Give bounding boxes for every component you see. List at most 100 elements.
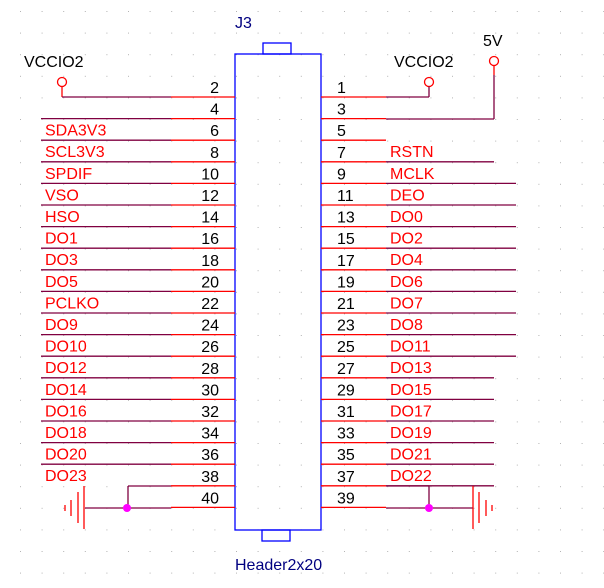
grid-dot bbox=[301, 465, 302, 466]
grid-dot bbox=[322, 551, 323, 552]
pin-row-left[interactable]: 2 bbox=[171, 80, 235, 97]
grid-dot bbox=[582, 421, 583, 422]
grid-dot bbox=[63, 11, 64, 12]
pin-row-right[interactable]: 1 bbox=[321, 80, 386, 97]
net-label[interactable]: SDA3V3 bbox=[45, 123, 106, 140]
pin-row-right[interactable]: 39 bbox=[321, 490, 386, 507]
header-body[interactable] bbox=[235, 54, 321, 530]
net-label[interactable]: DO21 bbox=[390, 447, 432, 464]
grid-dot bbox=[258, 205, 259, 206]
grid-dot bbox=[20, 11, 21, 12]
net-label[interactable]: DO6 bbox=[390, 274, 423, 291]
grid-dot bbox=[236, 486, 237, 487]
pin-number: 11 bbox=[337, 188, 354, 205]
net-label[interactable]: MCLK bbox=[390, 166, 435, 183]
net-label[interactable]: DO13 bbox=[390, 360, 432, 377]
grid-dot bbox=[193, 76, 194, 77]
grid-dot bbox=[538, 400, 539, 401]
net-label[interactable]: DO12 bbox=[45, 360, 87, 377]
net-label[interactable]: DO8 bbox=[390, 317, 423, 334]
grid-dot bbox=[538, 205, 539, 206]
net-label[interactable]: DO17 bbox=[390, 403, 432, 420]
grid-dot bbox=[517, 76, 518, 77]
pin-row-left[interactable]: 38 bbox=[171, 469, 235, 486]
net-label[interactable]: DO2 bbox=[390, 231, 423, 248]
pin-row-left[interactable]: 4SDA3V3 bbox=[41, 102, 235, 140]
net-label[interactable]: DO9 bbox=[45, 317, 78, 334]
net-label[interactable]: DO10 bbox=[45, 339, 87, 356]
grid-dot bbox=[582, 292, 583, 293]
net-label[interactable]: PCLKO bbox=[45, 295, 99, 312]
net-label[interactable]: DO19 bbox=[390, 425, 432, 442]
grid-dot bbox=[279, 119, 280, 120]
ground-port-right[interactable] bbox=[386, 486, 492, 529]
grid-dot bbox=[128, 33, 129, 34]
grid-dot bbox=[517, 378, 518, 379]
net-label[interactable]: DO0 bbox=[390, 209, 423, 226]
pin-number: 1 bbox=[337, 80, 346, 97]
grid-dot bbox=[20, 573, 21, 574]
power-port-vccio2-left[interactable]: VCCIO2 bbox=[24, 54, 171, 97]
grid-dot bbox=[20, 335, 21, 336]
net-label[interactable]: DO16 bbox=[45, 403, 87, 420]
net-label[interactable]: HSO bbox=[45, 209, 80, 226]
grid-dot bbox=[171, 529, 172, 530]
component-value[interactable]: Header2x20 bbox=[235, 557, 322, 574]
grid-dot bbox=[517, 249, 518, 250]
grid-dot bbox=[171, 551, 172, 552]
grid-dot bbox=[538, 227, 539, 228]
net-label[interactable]: DO23 bbox=[45, 468, 87, 485]
component-designator[interactable]: J3 bbox=[235, 15, 252, 32]
grid-dot bbox=[236, 378, 237, 379]
pin-row-left[interactable]: 40 bbox=[171, 490, 235, 507]
net-label[interactable]: SPDIF bbox=[45, 166, 92, 183]
grid-dot bbox=[366, 529, 367, 530]
grid-dot bbox=[171, 54, 172, 55]
pin-number: 16 bbox=[201, 231, 219, 248]
grid-dot bbox=[85, 76, 86, 77]
grid-dot bbox=[236, 443, 237, 444]
net-label[interactable]: DO22 bbox=[390, 468, 432, 485]
grid-dot bbox=[20, 97, 21, 98]
grid-dot bbox=[517, 141, 518, 142]
grid-dot bbox=[387, 529, 388, 530]
pin-row-right[interactable]: 3 bbox=[321, 102, 386, 119]
grid-dot bbox=[42, 486, 43, 487]
net-label[interactable]: DO5 bbox=[45, 274, 78, 291]
grid-dot bbox=[560, 529, 561, 530]
net-label[interactable]: DO14 bbox=[45, 382, 87, 399]
grid-dot bbox=[214, 573, 215, 574]
pin-number: 33 bbox=[337, 426, 355, 443]
grid-dot bbox=[258, 421, 259, 422]
power-port-vccio2-right[interactable]: VCCIO2 bbox=[386, 54, 454, 97]
grid-dot bbox=[150, 33, 151, 34]
net-label[interactable]: SCL3V3 bbox=[45, 144, 105, 161]
grid-dot bbox=[85, 54, 86, 55]
net-label[interactable]: DO3 bbox=[45, 252, 78, 269]
ground-port-left[interactable] bbox=[65, 486, 171, 529]
grid-dot bbox=[560, 184, 561, 185]
net-label[interactable]: DEO bbox=[390, 187, 425, 204]
grid-dot bbox=[430, 33, 431, 34]
grid-dot bbox=[193, 529, 194, 530]
grid-dot bbox=[236, 76, 237, 77]
grid-dot bbox=[85, 11, 86, 12]
power-port-5v[interactable]: 5V bbox=[386, 33, 503, 119]
net-label[interactable]: DO7 bbox=[390, 295, 423, 312]
net-label[interactable]: RSTN bbox=[390, 144, 434, 161]
grid-dot bbox=[279, 11, 280, 12]
net-label[interactable]: DO15 bbox=[390, 382, 432, 399]
grid-dot bbox=[20, 270, 21, 271]
grid-dot bbox=[20, 292, 21, 293]
pin-number: 20 bbox=[201, 274, 219, 291]
net-label[interactable]: DO11 bbox=[390, 339, 431, 356]
pin-number: 25 bbox=[337, 339, 355, 356]
grid-dot bbox=[366, 573, 367, 574]
net-label[interactable]: DO18 bbox=[45, 425, 87, 442]
net-label[interactable]: DO1 bbox=[45, 231, 78, 248]
net-label[interactable]: DO4 bbox=[390, 252, 423, 269]
net-label[interactable]: VSO bbox=[45, 187, 79, 204]
grid-dot bbox=[258, 551, 259, 552]
net-label[interactable]: DO20 bbox=[45, 447, 87, 464]
grid-dot bbox=[560, 141, 561, 142]
